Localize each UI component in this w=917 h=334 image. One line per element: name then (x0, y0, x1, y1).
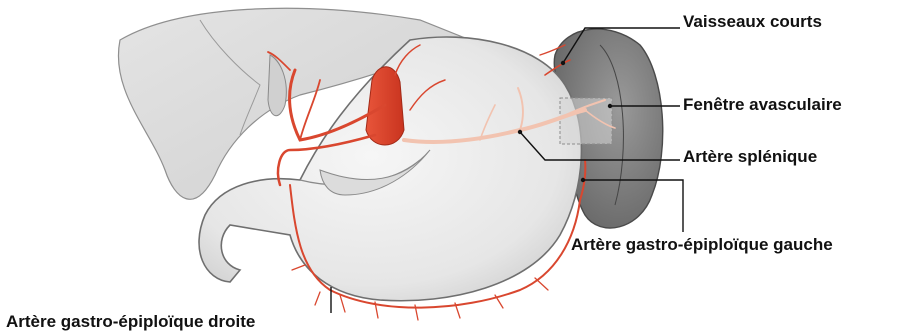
epiploic-branch (535, 278, 548, 290)
leader-dot (518, 130, 522, 134)
avascular-window-box (560, 98, 612, 144)
label-avascular-window: Fenêtre avasculaire (683, 96, 842, 113)
epiploic-branch (315, 292, 320, 305)
label-right-gastroepiploic-artery: Artère gastro-épiploïque droite (6, 313, 255, 330)
epiploic-branch (292, 265, 305, 270)
label-left-gastroepiploic-artery: Artère gastro-épiploïque gauche (571, 236, 833, 253)
label-splenic-artery: Artère splénique (683, 148, 817, 165)
label-short-vessels: Vaisseaux courts (683, 13, 822, 30)
epiploic-branch (340, 295, 345, 312)
leader-dot (581, 178, 585, 182)
leader-dot (608, 104, 612, 108)
leader-dot (561, 61, 565, 65)
